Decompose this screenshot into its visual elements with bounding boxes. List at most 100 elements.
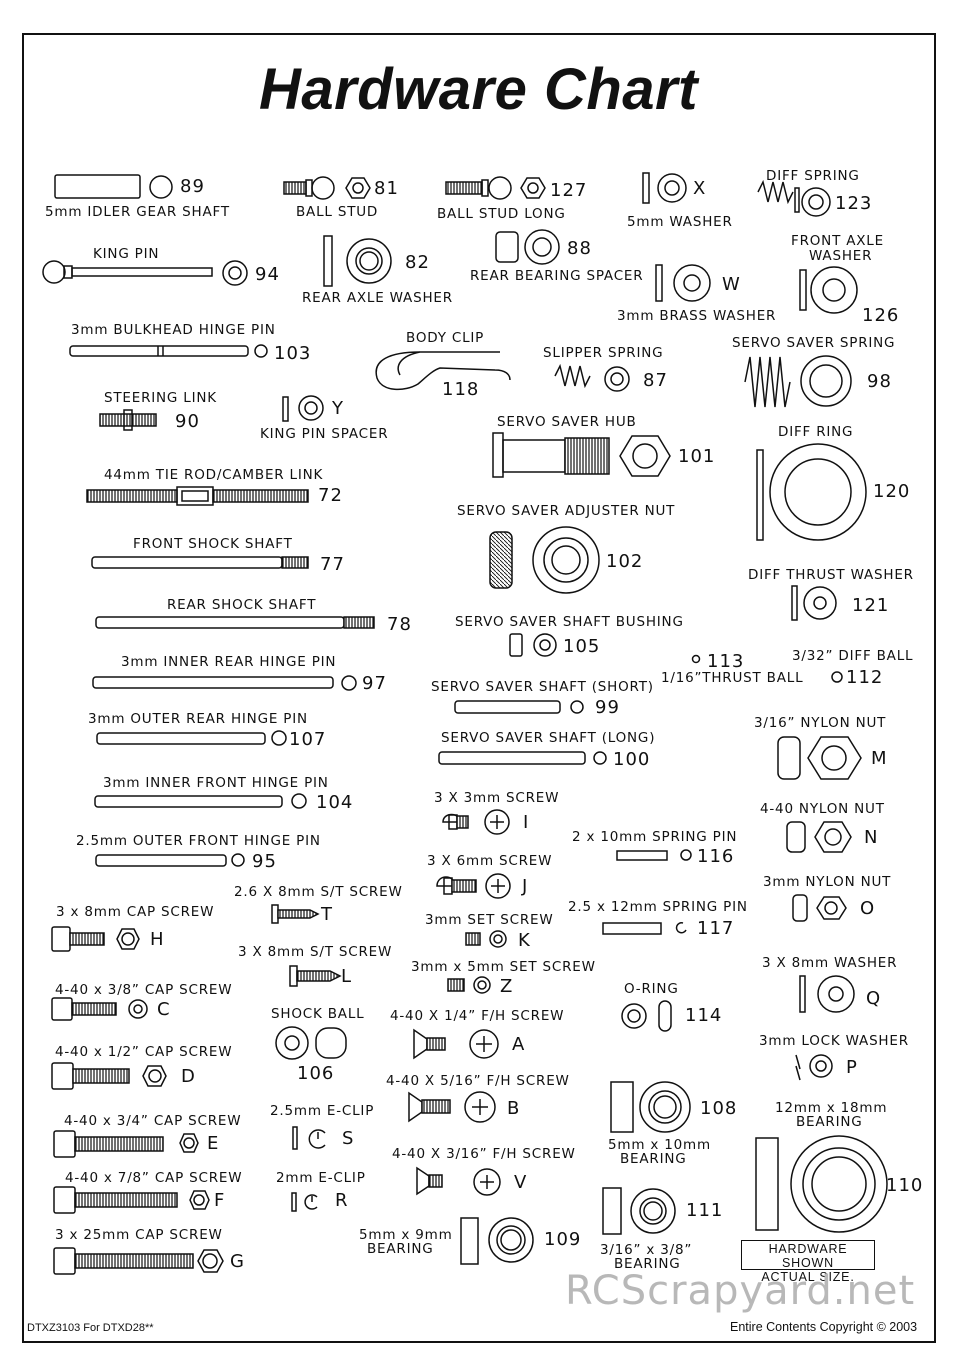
label-A: 4-40 X 1/4” F/H SCREW (390, 1008, 565, 1024)
label-104: 3mm INNER FRONT HINGE PIN (103, 775, 329, 791)
label-107: 3mm OUTER REAR HINGE PIN (88, 711, 308, 727)
label-E: 4-40 x 3/4” CAP SCREW (64, 1113, 242, 1129)
part-number-90: 90 (175, 411, 200, 432)
label-C: 4-40 x 3/8” CAP SCREW (55, 982, 233, 998)
part-number-121: 121 (852, 595, 890, 616)
part-number-87: 87 (643, 370, 668, 391)
part-number-A: A (512, 1034, 526, 1055)
label-120: DIFF RING (778, 424, 854, 440)
label-109-line1: 5mm x 9mm (359, 1227, 453, 1243)
3mm-set-screw-drawing (465, 930, 507, 948)
part-number-116: 116 (697, 846, 735, 867)
label-D: 4-40 x 1/2” CAP SCREW (55, 1044, 233, 1060)
nylon-nut-3-16-drawing (777, 736, 862, 780)
label-114: O-RING (624, 981, 679, 997)
part-number-100: 100 (613, 749, 651, 770)
label-94: KING PIN (93, 246, 160, 262)
part-number-105: 105 (563, 636, 601, 657)
label-K: 3mm SET SCREW (425, 912, 554, 928)
rear-axle-washer-drawing (323, 235, 392, 287)
label-87: SLIPPER SPRING (543, 345, 664, 361)
cap-screw-3-8-drawing (51, 997, 148, 1021)
label-L: 3 X 8mm S/T SCREW (238, 944, 393, 960)
rear-bearing-spacer-drawing (495, 229, 560, 265)
part-number-B: B (507, 1098, 521, 1119)
lock-washer-drawing (795, 1054, 833, 1081)
part-number-118: 118 (442, 379, 480, 400)
front-shock-shaft-drawing (91, 556, 309, 569)
label-81: BALL STUD (296, 204, 379, 220)
label-N: 4-40 NYLON NUT (760, 801, 885, 817)
part-number-107: 107 (289, 729, 327, 750)
bulkhead-hinge-pin-drawing (69, 344, 268, 358)
watermark: RCScrapyard.net (565, 1268, 916, 1314)
part-number-P: P (846, 1057, 858, 1078)
part-number-120: 120 (873, 481, 911, 502)
part-number-H: H (150, 929, 165, 950)
label-109-line2: BEARING (367, 1241, 434, 1257)
label-82: REAR AXLE WASHER (302, 290, 453, 306)
servo-saver-shaft-short-drawing (454, 700, 584, 714)
servo-saver-spring-drawing (744, 355, 852, 408)
steering-link-drawing (99, 409, 157, 431)
label-V: 4-40 X 3/16” F/H SCREW (392, 1146, 576, 1162)
part-number-W: W (722, 274, 741, 295)
label-98: SERVO SAVER SPRING (732, 335, 896, 351)
part-number-G: G (230, 1251, 245, 1272)
fh-screw-5-16-drawing (408, 1091, 496, 1123)
label-97: 3mm INNER REAR HINGE PIN (121, 654, 337, 670)
page-title: Hardware Chart (259, 57, 698, 122)
part-number-110: 110 (886, 1175, 924, 1196)
part-number-Y: Y (332, 398, 344, 419)
ball-stud-long-drawing (445, 176, 546, 200)
label-Y: KING PIN SPACER (260, 426, 389, 442)
part-number-114: 114 (685, 1005, 723, 1026)
label-117: 2.5 x 12mm SPRING PIN (568, 899, 748, 915)
diff-thrust-washer-drawing (791, 585, 837, 621)
o-ring-drawing (621, 1000, 672, 1032)
part-number-113: 113 (707, 651, 745, 672)
label-72: 44mm TIE ROD/CAMBER LINK (104, 467, 324, 483)
part-number-103: 103 (274, 343, 312, 364)
label-112: 3/32” DIFF BALL (792, 648, 914, 664)
label-W: 3mm BRASS WASHER (617, 308, 777, 324)
servo-saver-hub-drawing (492, 432, 671, 478)
label-95: 2.5mm OUTER FRONT HINGE PIN (76, 833, 321, 849)
label-121: DIFF THRUST WASHER (748, 567, 914, 583)
3x8-cap-screw-drawing (51, 926, 140, 952)
5mm-washer-drawing (642, 172, 687, 204)
label-111-line1: 3/16” x 3/8” (600, 1242, 693, 1258)
label-108-line2: BEARING (620, 1151, 687, 1167)
part-number-111: 111 (686, 1200, 724, 1221)
label-G: 3 x 25mm CAP SCREW (55, 1227, 223, 1243)
2.6x8-st-screw-drawing (271, 904, 320, 924)
part-number-I: I (523, 812, 530, 833)
label-99: SERVO SAVER SHAFT (SHORT) (431, 679, 654, 695)
part-number-126: 126 (862, 305, 900, 326)
outer-rear-hinge-pin-drawing (96, 730, 287, 746)
part-number-V: V (514, 1172, 528, 1193)
part-number-104: 104 (316, 792, 354, 813)
3x6mm-screw-drawing (436, 873, 511, 899)
body-clip-drawing (375, 351, 511, 391)
chart-border (22, 33, 936, 1343)
label-F: 4-40 x 7/8” CAP SCREW (65, 1170, 243, 1186)
thrust-ball-drawing (691, 654, 701, 664)
part-number-108: 108 (700, 1098, 738, 1119)
label-Q: 3 X 8mm WASHER (762, 955, 898, 971)
label-78: REAR SHOCK SHAFT (167, 597, 317, 613)
rear-shock-shaft-drawing (95, 616, 375, 629)
part-number-C: C (157, 999, 171, 1020)
part-number-117: 117 (697, 918, 735, 939)
fh-screw-3-16-drawing (416, 1166, 501, 1196)
inner-front-hinge-pin-drawing (94, 793, 307, 809)
e-clip-2-drawing (291, 1192, 318, 1212)
label-101: SERVO SAVER HUB (497, 414, 637, 430)
label-90: STEERING LINK (104, 390, 217, 406)
part-number-98: 98 (867, 371, 892, 392)
actual-size-line2: ACTUAL SIZE. (761, 1270, 855, 1284)
label-77: FRONT SHOCK SHAFT (133, 536, 293, 552)
label-111-line2: BEARING (614, 1256, 681, 1272)
part-number-R: R (335, 1190, 349, 1211)
shock-ball-drawing (275, 1026, 347, 1060)
